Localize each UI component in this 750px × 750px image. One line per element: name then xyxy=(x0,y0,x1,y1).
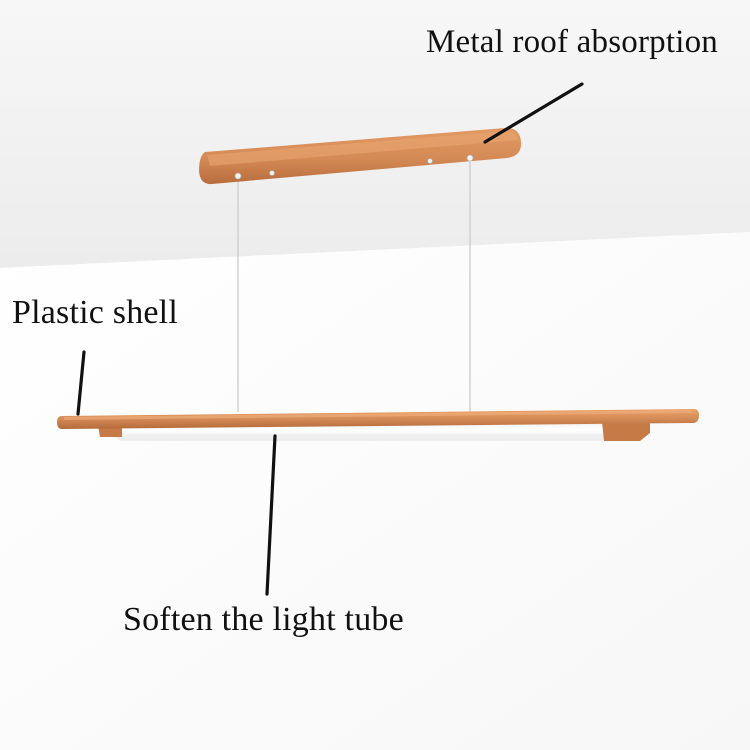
end-cap-right xyxy=(602,421,650,441)
label-plastic-shell: Plastic shell xyxy=(12,294,178,331)
wall-surface xyxy=(0,232,750,750)
ceiling-canopy xyxy=(199,127,522,185)
plastic-shell-bar xyxy=(57,409,699,429)
leader-line-soften-tube xyxy=(265,434,277,596)
leader-line-metal-roof xyxy=(483,82,584,144)
label-metal-roof-absorption: Metal roof absorption xyxy=(426,24,718,60)
label-soften-light-tube: Soften the light tube xyxy=(123,601,404,638)
ceiling-surface xyxy=(0,0,750,268)
leader-line-plastic-shell xyxy=(76,350,86,416)
